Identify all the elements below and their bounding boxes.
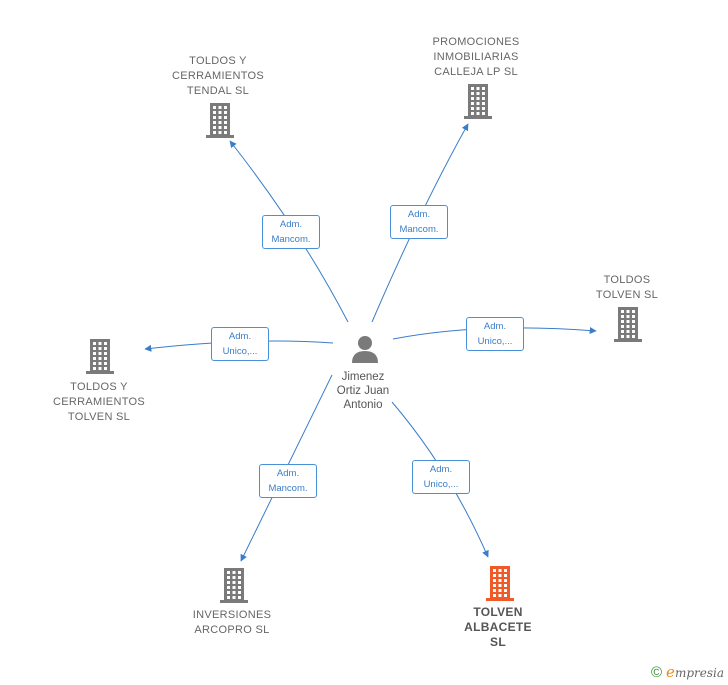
company-name-cerramientos-tolven-line: TOLVEN SL [67,411,131,423]
company-name-albacete-line: SL [490,635,506,649]
role-box-cerramientos-tolven-line: Unico,... [222,346,258,357]
role-box-tendal-line: Mancom. [271,234,311,245]
role-box-albacete[interactable]: Adm. Unico,... [412,460,470,494]
role-box-cerramientos-tolven-line: Adm. [228,331,252,342]
company-name-calleja: PROMOCIONES INMOBILIARIAS CALLEJA LP SL [416,35,536,80]
company-name-tendal-line: CERRAMIENTOS [171,70,265,82]
company-node-albacete[interactable] [485,565,515,606]
company-name-arcopro: INVERSIONES ARCOPRO SL [172,608,292,638]
role-box-arcopro-line: Mancom. [268,483,308,494]
company-node-cerramientos-tolven[interactable] [85,338,115,379]
company-name-toldos-tolven: TOLDOS TOLVEN SL [567,273,687,303]
person-node[interactable] [350,334,380,369]
copyright-icon: © [650,664,663,681]
role-box-cerramientos-tolven[interactable]: Adm. Unico,... [211,327,269,361]
role-box-albacete-line: Unico,... [423,479,459,490]
role-box-toldos-tolven[interactable]: Adm. Unico,... [466,317,524,351]
person-name-line: Antonio [343,399,383,411]
role-box-calleja-line: Adm. [407,209,431,220]
company-name-tendal-line: TOLDOS Y [189,55,247,67]
company-name-calleja-line: CALLEJA LP SL [434,66,518,78]
role-box-calleja-line: Mancom. [399,224,439,235]
company-name-tendal-line: TENDAL SL [186,85,250,97]
role-box-tendal-line: Adm. [279,219,303,230]
company-name-arcopro-line: INVERSIONES [192,609,272,621]
role-box-tendal[interactable]: Adm. Mancom. [262,215,320,249]
building-icon [220,568,248,603]
building-icon [86,339,114,374]
role-box-calleja[interactable]: Adm. Mancom. [390,205,448,239]
copyright-footer: ©empresia [651,663,724,681]
company-name-cerramientos-tolven-line: TOLDOS Y [70,381,128,393]
role-box-albacete-line: Adm. [429,464,453,475]
company-name-cerramientos-tolven-line: CERRAMIENTOS [52,396,146,408]
company-name-albacete-line: ALBACETE [464,620,532,634]
company-node-tendal[interactable] [205,102,235,143]
company-name-tendal: TOLDOS Y CERRAMIENTOS TENDAL SL [158,54,278,99]
company-node-calleja[interactable] [463,83,493,124]
role-box-toldos-tolven-line: Unico,... [477,336,513,347]
company-name-calleja-line: PROMOCIONES [432,36,520,48]
role-box-arcopro-line: Adm. [276,468,300,479]
company-name-calleja-line: INMOBILIARIAS [433,51,519,63]
brand-logo: empresia [666,663,724,681]
company-name-toldos-tolven-line: TOLVEN SL [595,289,659,301]
building-icon [464,84,492,119]
company-name-toldos-tolven-line: TOLDOS [603,274,651,286]
building-icon [486,566,514,601]
company-name-cerramientos-tolven: TOLDOS Y CERRAMIENTOS TOLVEN SL [39,380,159,425]
person-name-line: Jimenez [341,371,385,383]
role-box-arcopro[interactable]: Adm. Mancom. [259,464,317,498]
building-icon [206,103,234,138]
person-icon [352,336,378,363]
role-box-toldos-tolven-line: Adm. [483,321,507,332]
company-node-arcopro[interactable] [219,567,249,608]
company-name-arcopro-line: ARCOPRO SL [194,624,270,636]
company-node-toldos-tolven[interactable] [613,306,643,347]
person-name-line: Ortiz Juan [336,385,390,397]
building-icon [614,307,642,342]
company-name-albacete-line: TOLVEN [473,605,523,619]
